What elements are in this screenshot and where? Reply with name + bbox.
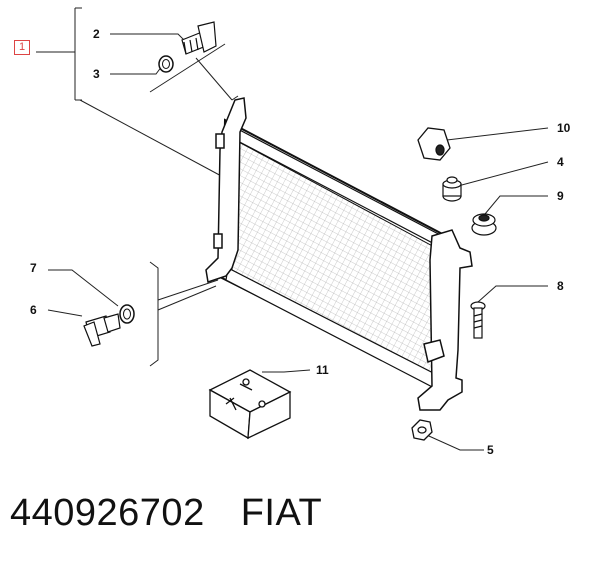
label-11: 11 — [316, 363, 329, 377]
footer-caption: 440926702 FIAT — [10, 492, 358, 535]
label-7: 7 — [30, 261, 37, 275]
part-labels: 2 3 4 5 6 7 8 9 10 11 — [30, 27, 571, 457]
label-4: 4 — [557, 155, 564, 169]
part-9-bushing-icon — [471, 213, 497, 236]
callout-bracket — [36, 7, 226, 179]
part-7-oring-icon — [119, 304, 135, 324]
brand-name: FIAT — [240, 492, 323, 534]
part-10-mount-icon — [417, 127, 451, 161]
label-6: 6 — [30, 303, 37, 317]
label-5: 5 — [487, 443, 494, 457]
label-10: 10 — [557, 121, 571, 135]
right-tank — [417, 229, 473, 411]
radiator — [220, 118, 452, 394]
part-3-oring-icon — [158, 55, 174, 73]
label-8: 8 — [557, 279, 564, 293]
part-4-bushing-icon — [442, 176, 462, 202]
part-6-plug-icon — [83, 313, 121, 347]
label-9: 9 — [557, 189, 564, 203]
part-5-nut-icon — [411, 419, 433, 441]
left-tank — [205, 97, 247, 283]
part-8-bolt-icon — [470, 301, 486, 339]
label-2: 2 — [93, 27, 100, 41]
part-number: 440926702 — [10, 492, 205, 534]
main-callout-box: 1 — [14, 40, 30, 55]
part-11-kit-box-icon — [208, 369, 292, 440]
label-3: 3 — [93, 67, 100, 81]
part-2-plug-icon — [181, 21, 217, 55]
